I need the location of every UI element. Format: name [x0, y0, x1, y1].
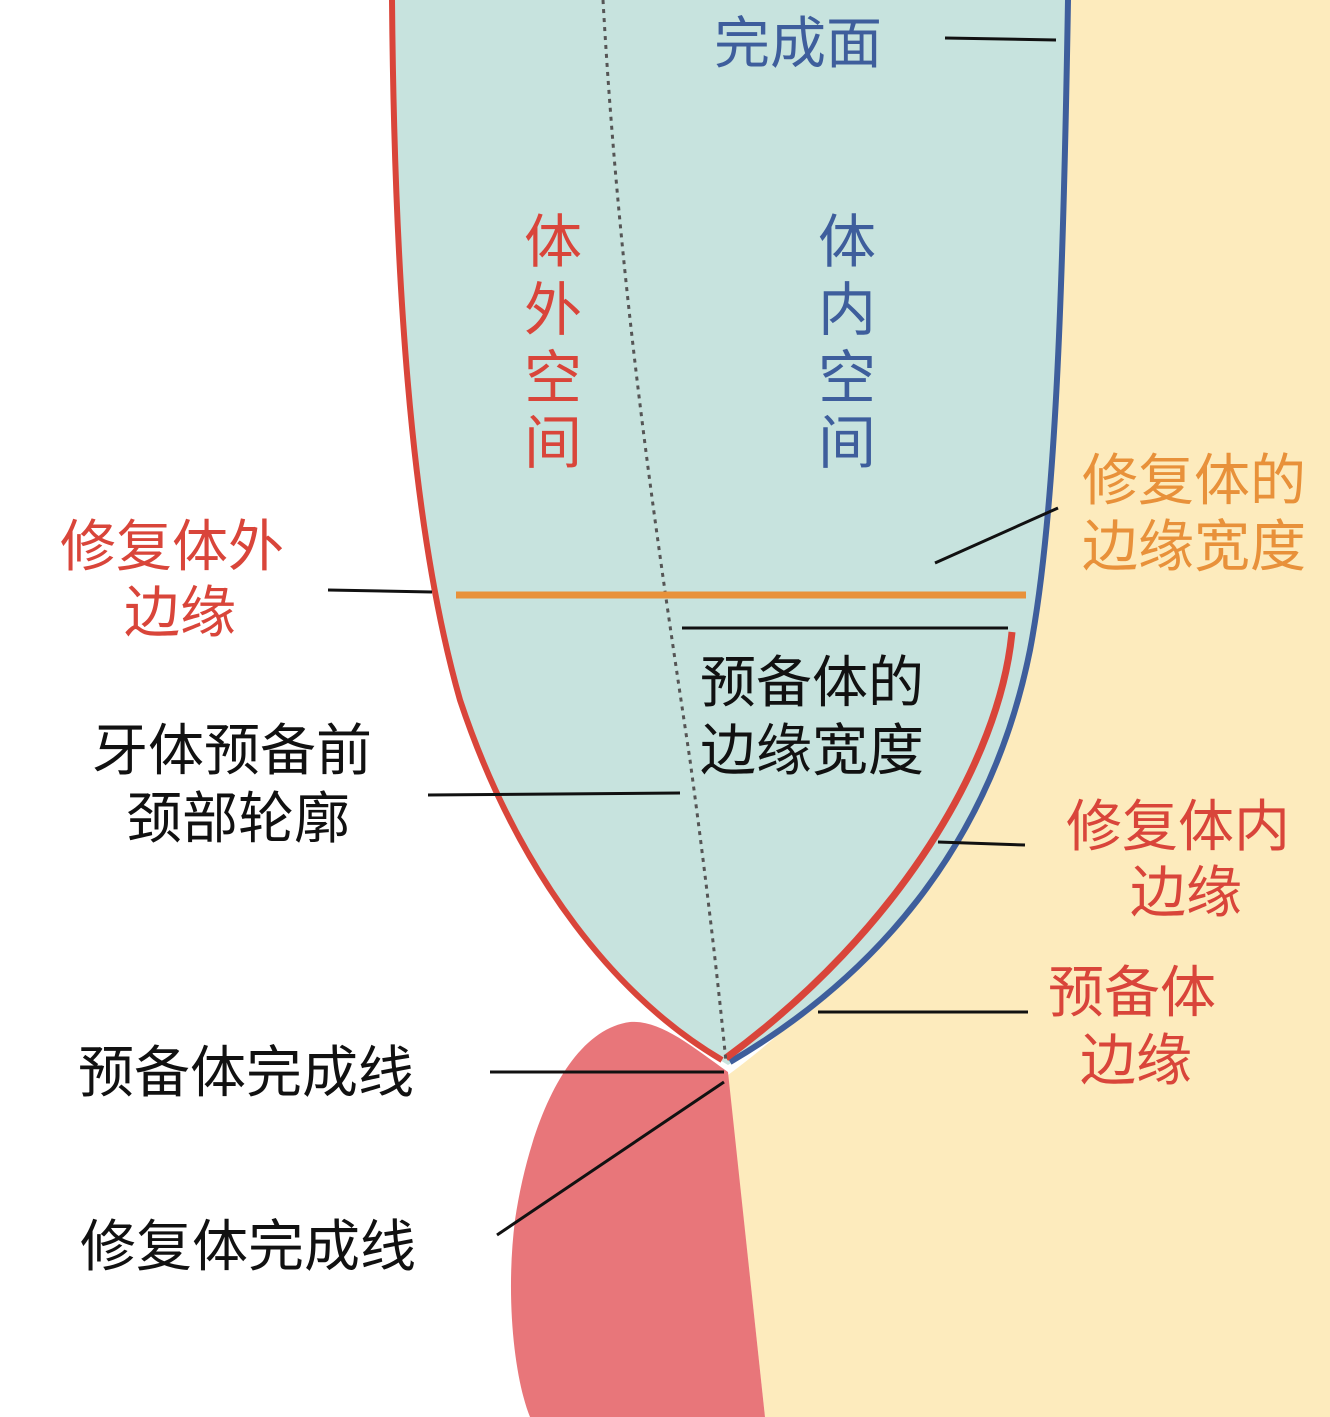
pre-prep-contour-dotted	[601, 0, 728, 1063]
label-restoration-margin-width-1: 修复体的	[1082, 449, 1306, 514]
leader-finish-surface	[944, 36, 1057, 42]
label-restoration-margin-width: 修复体的 边缘宽度	[1082, 449, 1306, 580]
label-extra-space-2: 外	[524, 276, 582, 344]
inner-margin-line	[723, 631, 1016, 1061]
label-restoration-margin-width-2: 边缘宽度	[1082, 515, 1306, 580]
dentin-region	[728, 0, 1330, 1417]
label-restoration-outer-margin-1: 修复体外	[60, 515, 284, 580]
label-intra-space-4: 间	[818, 409, 876, 477]
label-pre-prep-contour-1: 牙体预备前	[92, 719, 372, 784]
label-pre-prep-cervical-contour: 牙体预备前 颈部轮廓	[92, 719, 372, 852]
label-extra-space-4: 间	[524, 409, 582, 477]
leader-lines	[327, 36, 1059, 1237]
label-restoration-outer-margin-2: 边缘	[124, 581, 236, 646]
label-extra-space-3: 空	[524, 344, 582, 412]
outer-contour-line	[389, 0, 724, 1063]
tooth-body	[392, 0, 1068, 1065]
label-intra-space-1: 体	[818, 208, 876, 276]
inner-surface-line	[728, 0, 1071, 1065]
leader-restoration-finish-line	[496, 1080, 725, 1237]
label-finish-surface: 完成面	[714, 12, 882, 77]
leader-pre-prep-contour	[427, 791, 681, 797]
label-extra-space-1: 体	[524, 208, 582, 276]
label-restoration-outer-margin: 修复体外 边缘	[60, 515, 284, 646]
label-prep-margin: 预备体 边缘	[1048, 961, 1216, 1094]
label-restoration-finish-line: 修复体完成线	[80, 1215, 416, 1280]
label-extra-space: 体 外 空 间	[524, 208, 582, 477]
label-prep-margin-width-2: 边缘宽度	[700, 719, 924, 784]
label-pre-prep-contour-2: 颈部轮廓	[126, 787, 350, 852]
label-prep-margin-1: 预备体	[1048, 961, 1216, 1026]
label-restoration-inner-margin-1: 修复体内	[1066, 795, 1290, 860]
gingiva-region	[510, 1021, 765, 1417]
label-prep-finish-line: 预备体完成线	[78, 1041, 414, 1106]
label-prep-margin-width: 预备体的 边缘宽度	[700, 651, 924, 784]
leader-outer-margin	[327, 588, 433, 594]
leader-inner-margin	[937, 840, 1026, 847]
label-prep-margin-width-1: 预备体的	[700, 651, 924, 716]
leader-restoration-margin-width	[934, 506, 1059, 565]
label-prep-margin-2: 边缘	[1080, 1029, 1192, 1094]
label-intra-space-3: 空	[818, 344, 876, 412]
label-intra-space: 体 内 空 间	[818, 208, 876, 477]
label-restoration-inner-margin: 修复体内 边缘	[1066, 795, 1290, 926]
label-intra-space-2: 内	[818, 276, 876, 344]
label-restoration-inner-margin-2: 边缘	[1130, 861, 1242, 926]
